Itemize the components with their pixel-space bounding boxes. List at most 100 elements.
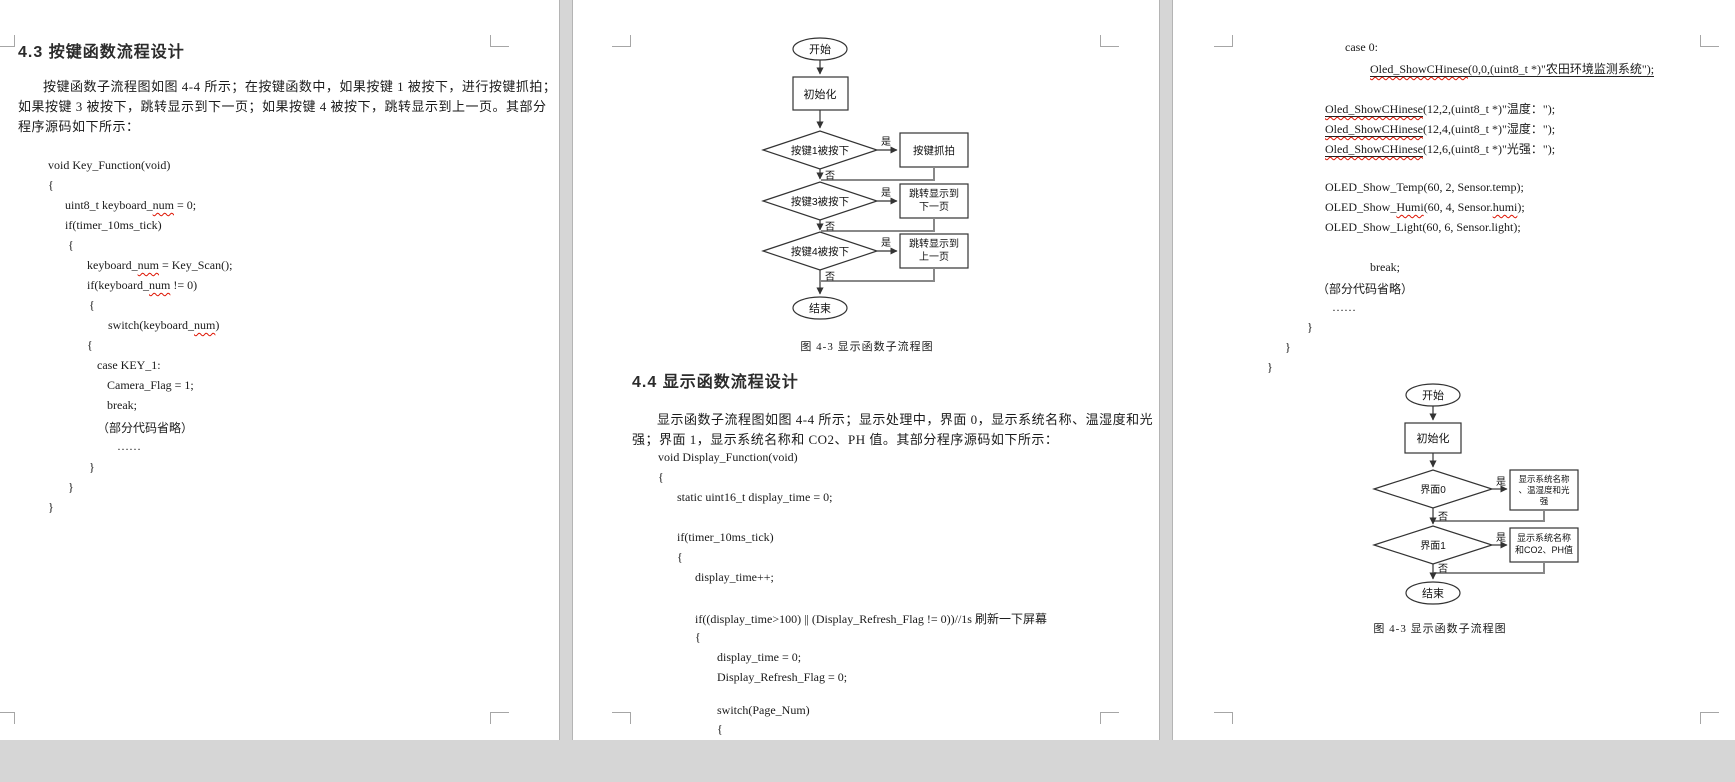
- code-line: if(keyboard_num != 0): [87, 278, 198, 292]
- end-label: 结束: [809, 302, 831, 315]
- code-line: case 0:: [1345, 40, 1378, 54]
- no-label: 否: [825, 170, 835, 182]
- code-line: {: [89, 298, 95, 312]
- margin-crop-mark: [490, 35, 509, 47]
- body-paragraph-line: 强；界面 1，显示系统名称和 CO2、PH 值。其部分程序源码如下所示：: [632, 432, 1059, 447]
- no-label: 否: [825, 271, 835, 283]
- action-next-page: [899, 183, 969, 219]
- no-label: 否: [825, 221, 835, 233]
- code-line: ……: [117, 439, 141, 453]
- action-show-co2-ph-label: 显示系统名称: [1517, 532, 1571, 543]
- section-heading-4-4: 4.4 显示函数流程设计: [632, 374, 799, 391]
- code-line: {: [717, 722, 723, 736]
- margin-crop-mark: [1700, 712, 1719, 724]
- code-line: ……: [1332, 300, 1356, 314]
- init-node: [1404, 422, 1462, 454]
- code-line: {: [68, 238, 74, 252]
- margin-crop-mark: [490, 712, 509, 724]
- margin-crop-mark: [1214, 35, 1233, 47]
- code-line: break;: [107, 398, 137, 412]
- code-line: switch(Page_Num): [717, 703, 810, 717]
- yes-label: 是: [881, 136, 891, 148]
- action-show-env-label: 强: [1540, 496, 1549, 506]
- code-line: display_time++;: [695, 570, 774, 584]
- code-line: keyboard_num = Key_Scan();: [87, 258, 233, 272]
- document-page-1: [0, 0, 560, 740]
- code-line: OLED_Show_Light(60, 6, Sensor.light);: [1325, 220, 1521, 234]
- code-line: （部分代码省略）: [1317, 282, 1414, 296]
- code-line: OLED_Show_Humi(60, 4, Sensor.humi);: [1325, 200, 1525, 214]
- code-line: if(timer_10ms_tick): [677, 530, 774, 544]
- figure-caption: 图 4-3 显示函数子流程图: [1373, 623, 1507, 635]
- code-line: break;: [1370, 260, 1400, 274]
- body-paragraph-line: 按键函数子流程图如图 4-4 所示；在按键函数中，如果按键 1 被按下，进行按键…: [43, 79, 557, 94]
- action-show-env-label: 、温湿度和光: [1518, 485, 1570, 495]
- start-label: 开始: [1422, 388, 1444, 402]
- margin-crop-mark: [1100, 35, 1119, 47]
- margin-crop-mark: [612, 712, 631, 724]
- decision-key4-label: 按键4被按下: [791, 245, 849, 258]
- yes-label: 是: [1496, 532, 1506, 544]
- code-line: }: [1307, 320, 1313, 334]
- document-page-2: [572, 0, 1160, 740]
- yes-label: 是: [1496, 476, 1506, 488]
- margin-crop-mark: [1700, 35, 1719, 47]
- code-line: static uint16_t display_time = 0;: [677, 490, 833, 504]
- code-line: Oled_ShowCHinese(12,4,(uint8_t *)"湿度：");: [1325, 122, 1556, 137]
- action-next-page-label: 下一页: [919, 201, 949, 213]
- code-line: void Display_Function(void): [658, 450, 798, 464]
- decision-key1-label: 按键1被按下: [791, 144, 849, 157]
- decision-key3-label: 按键3被按下: [791, 195, 849, 208]
- code-line: {: [87, 338, 93, 352]
- no-label: 否: [1438, 563, 1448, 575]
- code-line: {: [695, 630, 701, 644]
- code-line: {: [658, 470, 664, 484]
- code-line: OLED_Show_Temp(60, 2, Sensor.temp);: [1325, 180, 1524, 194]
- end-label: 结束: [1422, 587, 1444, 600]
- body-paragraph-line: 程序源码如下所示：: [18, 119, 140, 134]
- code-line: void Key_Function(void): [48, 158, 171, 172]
- code-line: Display_Refresh_Flag = 0;: [717, 670, 848, 684]
- margin-crop-mark: [1100, 712, 1119, 724]
- code-line: （部分代码省略）: [97, 421, 194, 435]
- decision-screen1-label: 界面1: [1420, 540, 1446, 552]
- end-node: [792, 296, 848, 320]
- code-line: }: [48, 500, 54, 514]
- body-paragraph-line: 如果按键 3 被按下，跳转显示到下一页；如果按键 4 被按下，跳转显示到上一页。…: [18, 99, 547, 114]
- yes-label: 是: [881, 237, 891, 249]
- code-line: display_time = 0;: [717, 650, 802, 664]
- code-line: {: [677, 550, 683, 564]
- code-line: case KEY_1:: [97, 358, 161, 372]
- action-prev-page-label: 上一页: [919, 251, 949, 263]
- action-capture-label: 按键抓拍: [913, 144, 955, 157]
- action-show-co2-ph-label: 和CO2、PH值: [1515, 544, 1573, 555]
- action-show-env-label: 显示系统名称: [1518, 474, 1570, 484]
- code-line: Oled_ShowCHinese(12,2,(uint8_t *)"温度：");: [1325, 102, 1556, 117]
- action-prev-page: [899, 233, 969, 269]
- start-label: 开始: [809, 42, 831, 56]
- flowchart-display-function: 开始 初始化 界面0 是 显示系统名称 、温湿度和光 强 否 界面1 是 显示系…: [1372, 383, 1579, 605]
- margin-crop-mark: [0, 712, 15, 724]
- init-label: 初始化: [804, 87, 837, 101]
- code-line: Oled_ShowCHinese(12,6,(uint8_t *)"光强：");: [1325, 142, 1556, 157]
- decision-screen0-label: 界面0: [1420, 484, 1446, 496]
- code-line: }: [89, 460, 95, 474]
- section-heading-4-3: 4.3 按键函数流程设计: [18, 44, 185, 61]
- code-line: Camera_Flag = 1;: [107, 378, 194, 392]
- code-line: }: [68, 480, 74, 494]
- yes-label: 是: [881, 187, 891, 199]
- code-line: }: [1285, 340, 1291, 354]
- figure-caption: 图 4-3 显示函数子流程图: [800, 341, 934, 353]
- action-prev-page-label: 跳转显示到: [909, 237, 959, 250]
- margin-crop-mark: [0, 35, 15, 47]
- action-show-env: [1509, 469, 1579, 511]
- margin-crop-mark: [612, 35, 631, 47]
- document-page-3: [1172, 0, 1735, 740]
- body-paragraph-line: 显示函数子流程图如图 4-4 所示；显示处理中，界面 0，显示系统名称、温湿度和…: [657, 412, 1154, 427]
- no-label: 否: [1438, 511, 1448, 523]
- code-line: if((display_time>100) || (Display_Refres…: [695, 612, 1047, 626]
- code-line: {: [48, 178, 54, 192]
- code-line: if(timer_10ms_tick): [65, 218, 162, 232]
- action-next-page-label: 跳转显示到: [909, 187, 959, 200]
